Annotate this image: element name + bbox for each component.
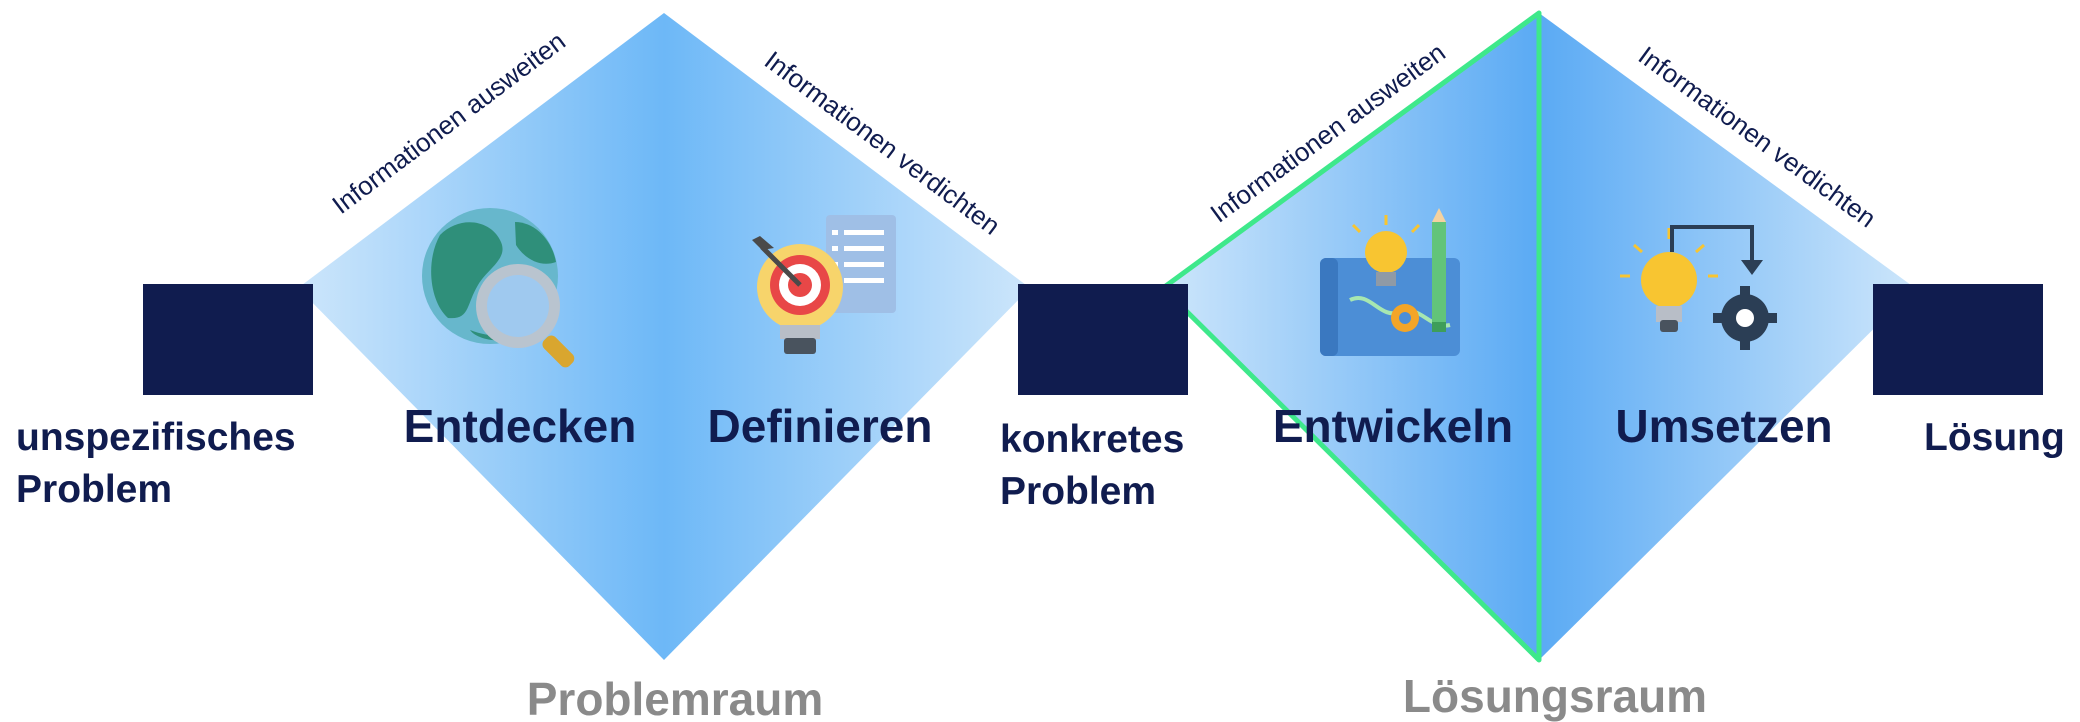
space-label-problemraum: Problemraum: [527, 673, 824, 722]
blueprint-lightbulb-pencil-icon: [1320, 208, 1460, 356]
start-node-label: unspezifisches Problem: [16, 416, 306, 511]
target-lightbulb-document-icon: [752, 215, 896, 354]
middle-node-label: konkretes Problem: [1000, 418, 1195, 513]
stage-label-umsetzen: Umsetzen: [1615, 400, 1832, 452]
end-node-square: [1873, 284, 2043, 395]
start-node-square: [143, 284, 313, 395]
globe-magnifier-icon: [422, 208, 575, 368]
middle-node-square: [1018, 284, 1188, 395]
end-node-label: Lösung: [1924, 416, 2065, 459]
start-node-label-line2: Problem: [16, 468, 172, 511]
space-label-loesungsraum: Lösungsraum: [1403, 670, 1707, 722]
start-node-label-line1: unspezifisches: [16, 416, 296, 459]
develop-phase-highlight-outline: [1160, 10, 1542, 663]
stage-label-entdecken: Entdecken: [404, 400, 637, 452]
middle-node-label-line1: konkretes: [1000, 418, 1184, 461]
lightbulb-gear-icon: [1620, 225, 1777, 350]
stage-label-entwickeln: Entwickeln: [1273, 400, 1513, 452]
problem-space-diamond: [298, 13, 1030, 660]
end-node-label-line1: Lösung: [1924, 416, 2065, 459]
stage-label-definieren: Definieren: [708, 400, 933, 452]
middle-node-label-line2: Problem: [1000, 470, 1156, 513]
